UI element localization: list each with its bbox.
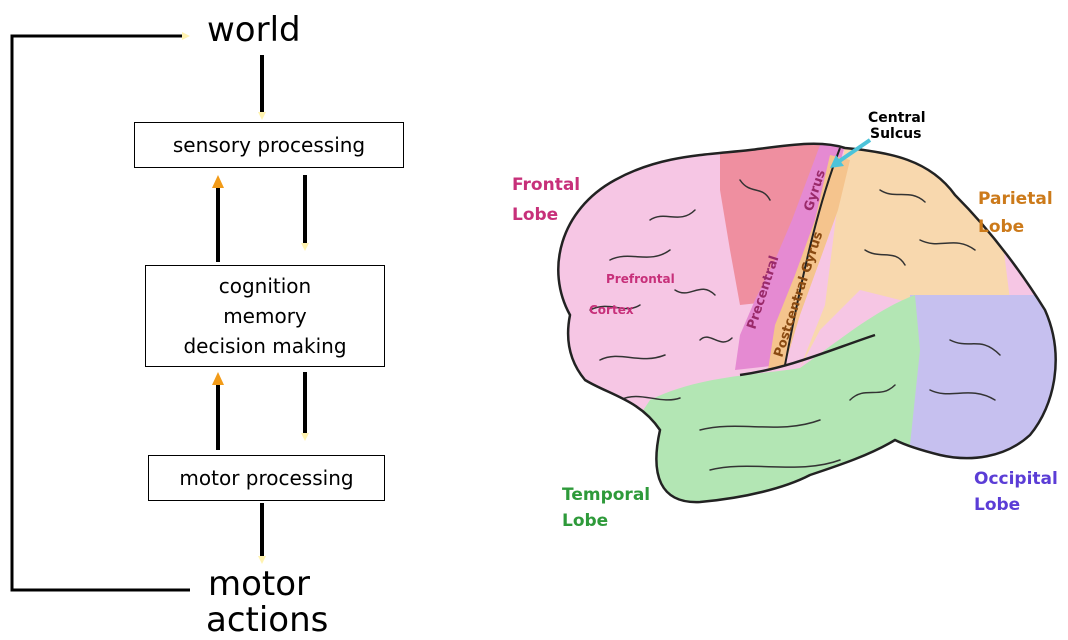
central-sulcus-label-line2: Sulcus (870, 126, 921, 142)
occipital-lobe-label-line2: Lobe (974, 495, 1020, 515)
frontal-lobe-label-line2: Lobe (512, 205, 558, 225)
feedback-arrowhead (182, 32, 190, 40)
parietal-lobe-label-line1: Parietal (978, 189, 1053, 209)
brain-illustration: Central Sulcus Frontal Lobe Parietal Lob… (500, 100, 1068, 537)
temporal-lobe-label-line2: Lobe (562, 511, 608, 531)
frontal-lobe-label-line1: Frontal (512, 175, 580, 195)
world-to-sensory-arrowhead (258, 112, 266, 120)
motor-to-actions-arrowhead (258, 556, 266, 564)
sensory-to-cognition-arrowhead (301, 243, 309, 251)
sensory-processing-box: sensory processing (134, 122, 404, 168)
cognition-line-1: cognition (219, 271, 311, 301)
world-label: world (207, 13, 301, 47)
central-sulcus-label-line1: Central (868, 110, 926, 126)
actions-label: actions (206, 603, 328, 637)
motor-to-cognition-arrowhead (212, 372, 224, 385)
sensory-processing-text: sensory processing (173, 133, 365, 157)
cognition-to-motor-arrowhead (301, 433, 309, 441)
cognition-line-2: memory (223, 301, 307, 331)
motor-processing-text: motor processing (179, 466, 353, 490)
parietal-lobe-label-line2: Lobe (978, 217, 1024, 237)
cognition-line-3: decision making (183, 331, 346, 361)
motor-label: motor (208, 567, 310, 601)
prefrontal-cortex-label-line2: Cortex (589, 303, 634, 317)
cognition-box: cognition memory decision making (145, 265, 385, 367)
occipital-lobe-label-line1: Occipital (974, 469, 1058, 489)
motor-processing-box: motor processing (148, 455, 385, 501)
temporal-lobe-label-line1: Temporal (562, 485, 650, 505)
prefrontal-cortex-label-line1: Prefrontal (606, 272, 675, 286)
cognition-to-sensory-arrowhead (212, 175, 224, 188)
